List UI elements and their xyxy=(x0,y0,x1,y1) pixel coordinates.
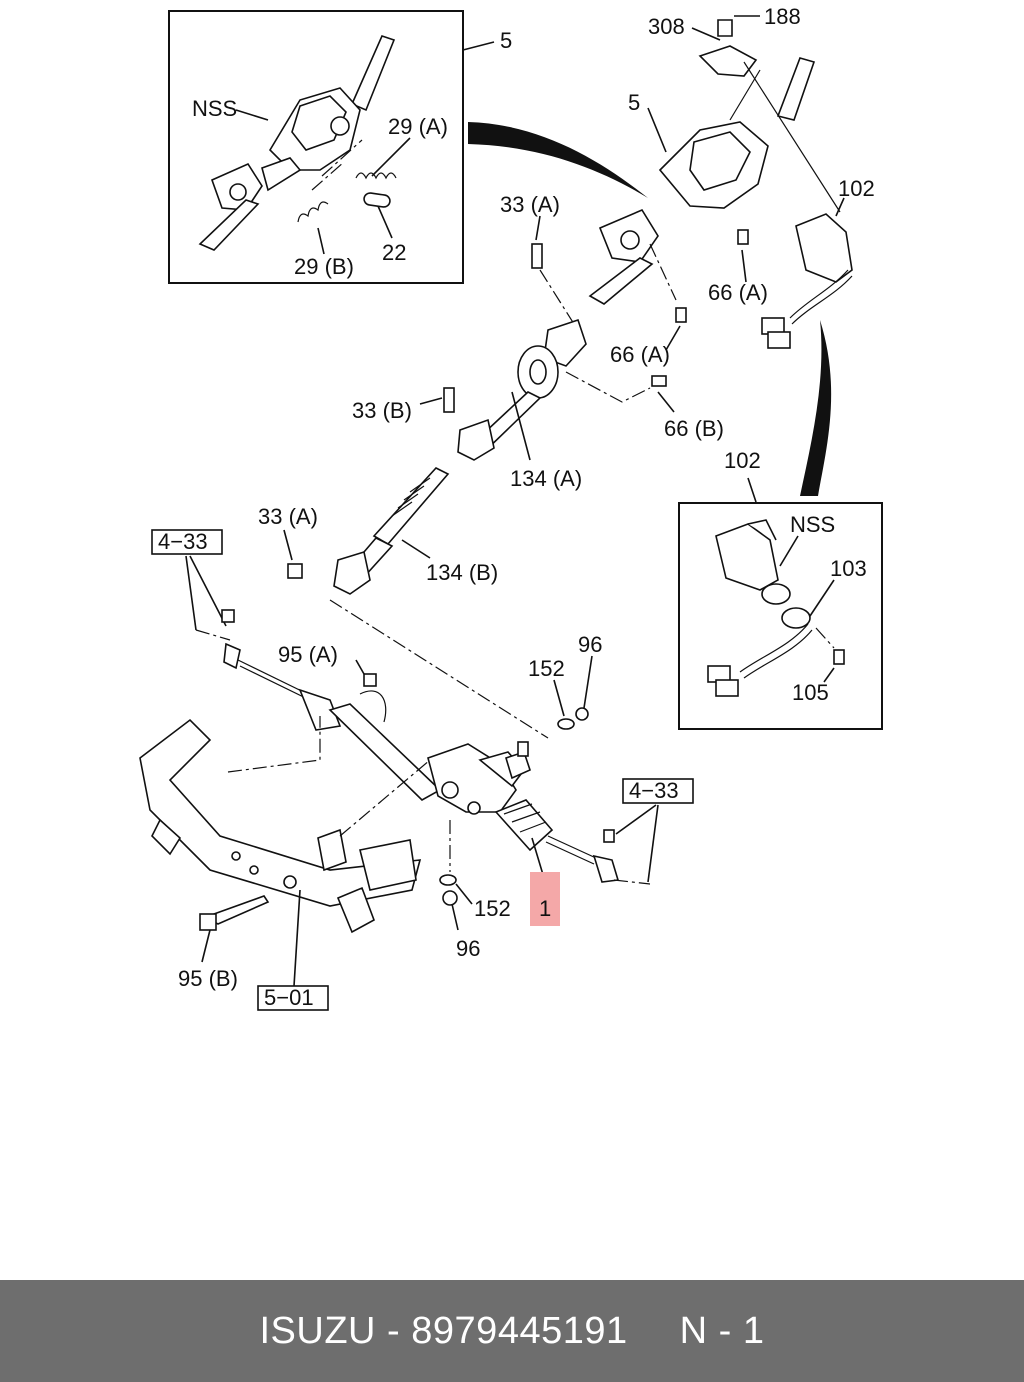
label-33b: 33 (B) xyxy=(352,398,412,423)
label-152-bottom: 152 xyxy=(474,896,511,921)
footer-part-number: 8979445191 xyxy=(411,1309,628,1352)
label-96-bottom: 96 xyxy=(456,936,480,961)
inset-column-detail: 5 NSS 29 (A) 29 (B) 22 xyxy=(168,10,512,284)
ref-box-4-33-left: 4−33 xyxy=(158,529,208,554)
ref-box-5-01: 5−01 xyxy=(264,985,314,1010)
label-nss-inset: NSS xyxy=(192,96,237,121)
label-5-main: 5 xyxy=(628,90,640,115)
label-96-top: 96 xyxy=(578,632,602,657)
label-5-inset: 5 xyxy=(500,28,512,53)
label-308: 308 xyxy=(648,14,685,39)
footer-bar: ISUZU - 8979445191 N - 1 xyxy=(0,1280,1024,1382)
label-33a-low: 33 (A) xyxy=(258,504,318,529)
footer-page-ref: N - 1 xyxy=(679,1309,765,1352)
intermediate-shafts: 33 (A) 33 (B) 66 (B) 134 (A) 33 (A) 134 … xyxy=(258,192,724,739)
label-66b: 66 (B) xyxy=(664,416,724,441)
label-29b: 29 (B) xyxy=(294,254,354,279)
label-103: 103 xyxy=(830,556,867,581)
label-95a: 95 (A) xyxy=(278,642,338,667)
label-102-inset: 102 xyxy=(724,448,761,473)
label-152-top: 152 xyxy=(528,656,565,681)
label-66a-2: 66 (A) xyxy=(610,342,670,367)
label-66a-1: 66 (A) xyxy=(708,280,768,305)
label-105: 105 xyxy=(792,680,829,705)
main-steering-column: 308 188 5 102 66 (A) 66 (A) xyxy=(588,4,875,367)
steering-rack-assembly: 4−33 95 (A) 152 96 4−33 152 96 1 95 (B) … xyxy=(139,529,694,1011)
label-1: 1 xyxy=(539,896,551,921)
steering-parts-diagram: 5 NSS 29 (A) 29 (B) 22 308 xyxy=(139,4,883,1011)
ref-box-4-33-right: 4−33 xyxy=(629,778,679,803)
label-22: 22 xyxy=(382,240,406,265)
inset-switch-detail: 102 NSS 103 105 xyxy=(678,448,883,730)
label-188: 188 xyxy=(764,4,801,29)
footer-separator: - xyxy=(376,1309,412,1352)
label-nss-inset2: NSS xyxy=(790,512,835,537)
callout-arrow-switch xyxy=(800,320,832,496)
label-33a-top: 33 (A) xyxy=(500,192,560,217)
label-29a: 29 (A) xyxy=(388,114,448,139)
label-134b: 134 (B) xyxy=(426,560,498,585)
footer-brand: ISUZU xyxy=(259,1309,376,1352)
label-134a: 134 (A) xyxy=(510,466,582,491)
label-102-main: 102 xyxy=(838,176,875,201)
callout-arrow-column xyxy=(468,122,648,198)
label-95b: 95 (B) xyxy=(178,966,238,991)
highlight-part-1 xyxy=(530,872,560,926)
